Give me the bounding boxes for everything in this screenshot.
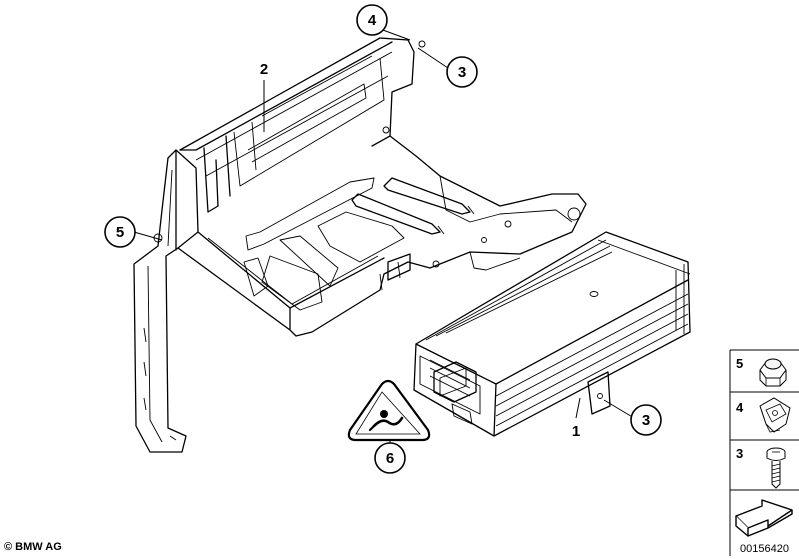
warning-triangle-icon (347, 379, 431, 442)
callout-3-bottom-label: 3 (642, 412, 650, 429)
legend-item-1-num: 5 (736, 356, 743, 371)
callout-3-top-label: 3 (458, 64, 466, 81)
legend-item-2-num: 4 (736, 400, 744, 415)
amplifier-drawing (413, 231, 691, 437)
callout-4-label: 4 (368, 12, 377, 29)
callout-4: 4 (356, 4, 388, 36)
callout-3-top: 3 (446, 56, 478, 88)
callout-3-bottom: 3 (630, 404, 662, 436)
bracket-drawing (133, 37, 587, 453)
next-page-arrow-icon (735, 499, 793, 537)
callout-6-label: 6 (386, 450, 394, 467)
nut-icon (759, 358, 787, 387)
part-2-label: 2 (260, 61, 268, 78)
callout-5-label: 5 (116, 224, 124, 241)
part-1-label: 1 (572, 423, 580, 440)
callout-5: 5 (104, 216, 136, 248)
copyright-label: © BMW AG (4, 541, 62, 553)
callout-6: 6 (374, 442, 406, 474)
screw-icon (766, 447, 786, 489)
small-parts-legend: 5 4 3 (729, 349, 799, 556)
legend-item-3-num: 3 (736, 446, 743, 461)
clip-nut-icon (759, 397, 791, 433)
doc-number-label: 00156420 (740, 543, 789, 555)
